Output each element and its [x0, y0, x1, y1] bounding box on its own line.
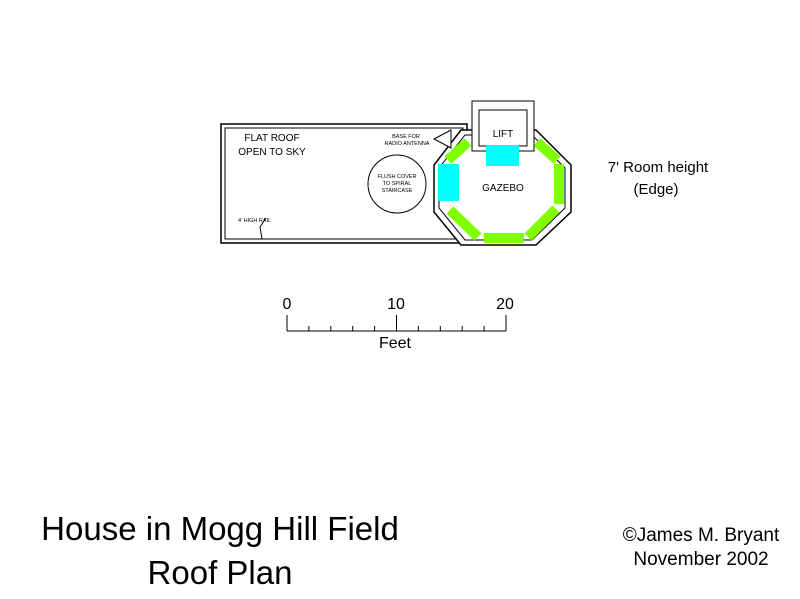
title-line-1: House in Mogg Hill Field	[41, 510, 399, 547]
date-line: November 2002	[633, 549, 769, 570]
lift-door	[486, 145, 519, 166]
roof-door	[438, 164, 459, 201]
gazebo-doors	[438, 145, 519, 201]
glazing-panel-sw	[446, 206, 482, 241]
copyright-block: ©James M. Bryant November 2002	[598, 524, 800, 572]
scale-label-0: 0	[283, 296, 292, 313]
scale-unit-label: Feet	[379, 335, 412, 352]
flat-roof-label: FLAT ROOF	[244, 133, 299, 144]
copyright-line: ©James M. Bryant	[622, 525, 780, 546]
flush-cover-label-2: TO SPIRAL	[383, 181, 412, 187]
glazing-panel-nw	[444, 138, 472, 164]
gazebo-label: GAZEBO	[482, 183, 524, 194]
rail-label: 4' HIGH RAIL	[238, 218, 271, 224]
flush-cover-label-1: FLUSH COVER	[377, 174, 416, 180]
gazebo-glazing	[444, 138, 564, 243]
room-height-edge-label: (Edge)	[633, 181, 678, 198]
rail-leader-line	[259, 217, 267, 228]
glazing-panel-se	[524, 205, 560, 241]
title-line-2: Roof Plan	[147, 554, 293, 591]
scale-label-10: 10	[387, 296, 405, 313]
lift-label: LIFT	[493, 129, 514, 140]
open-to-sky-label: OPEN TO SKY	[238, 147, 306, 158]
scale-label-20: 20	[496, 296, 514, 313]
scale-bar	[286, 315, 507, 332]
flush-cover-label-3: STAIRCASE	[382, 188, 413, 194]
spiral-staircase-cover	[367, 154, 427, 214]
glazing-panel-ne	[533, 138, 561, 164]
antenna-base-icon	[432, 129, 452, 149]
antenna-label-2: RADIO ANTENNA	[385, 141, 430, 147]
drawing-title: House in Mogg Hill Field Roof Plan	[0, 507, 440, 595]
lift-shaft	[471, 100, 535, 152]
antenna-label-1: BASE FOR	[392, 134, 420, 140]
room-height-label: 7' Room height	[608, 159, 709, 176]
